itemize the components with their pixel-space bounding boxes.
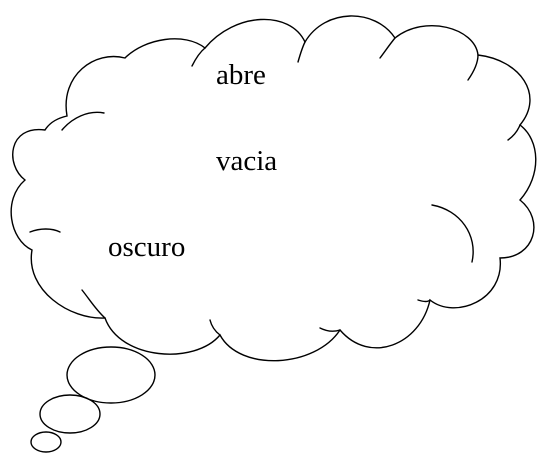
word-vacia: vacia [216, 145, 277, 177]
cloud-inner-arc [61, 111, 105, 131]
thought-bubble-large [66, 346, 156, 404]
cloud-inner-arc [191, 47, 206, 67]
cloud-inner-arc [319, 327, 341, 333]
cloud-inner-arc [507, 124, 521, 141]
thought-bubble-medium [39, 394, 101, 434]
word-oscuro: oscuro [108, 231, 185, 263]
cloud-inner-arc [297, 41, 306, 63]
cloud-inner-arc [379, 37, 396, 59]
cloud-inner-arc [431, 204, 474, 263]
cloud-inner-arc [209, 319, 221, 336]
cloud-inner-arc [81, 289, 106, 319]
cloud-inner-arc [417, 299, 431, 303]
cloud-inner-arc [467, 54, 479, 81]
cloud-shape [10, 15, 537, 453]
cloud-inner-arc [29, 228, 61, 233]
thought-bubble-small [30, 431, 62, 453]
cloud-outline [10, 15, 537, 362]
word-abre: abre [216, 59, 266, 91]
